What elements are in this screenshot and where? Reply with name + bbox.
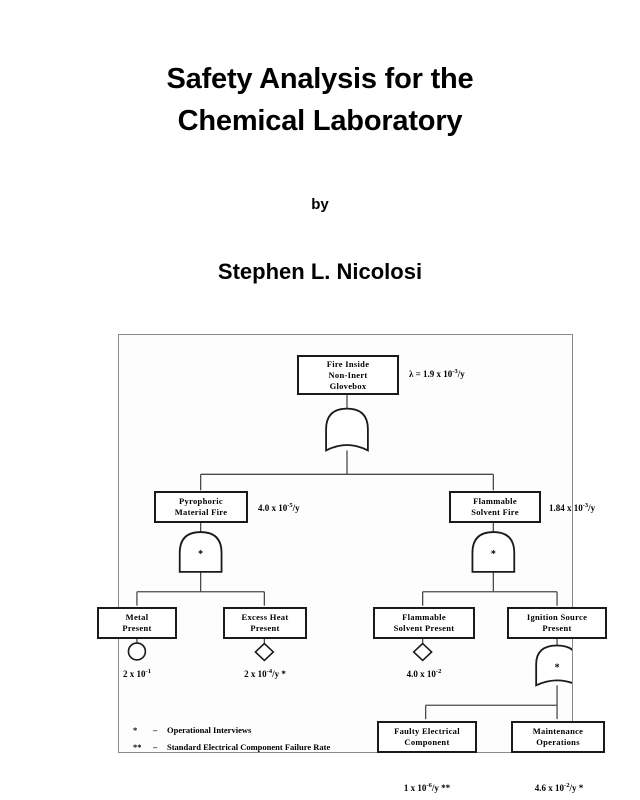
undeveloped-event-excess-heat-symbol bbox=[254, 642, 275, 662]
rate-pyrophoric-exp: -5 bbox=[287, 502, 293, 509]
node-ignition-line-1: Ignition Source bbox=[526, 612, 588, 622]
node-flammable-solvent-present[interactable]: Flammable Solvent Present bbox=[373, 607, 475, 639]
legend-text-single: Operational Interviews bbox=[167, 725, 252, 735]
rate-pyrophoric-prefix: 4.0 x 10 bbox=[258, 503, 288, 513]
rate-top-event-suffix: /y bbox=[457, 369, 465, 379]
author-name: Stephen L. Nicolosi bbox=[217, 259, 423, 284]
legend-dash-double: – bbox=[153, 742, 158, 752]
rate-metal-exp: -1 bbox=[145, 668, 151, 675]
rate-metal-present: 2 x 10-1 bbox=[123, 668, 151, 679]
rate-excess-heat-suffix: /y bbox=[272, 669, 280, 679]
rate-solvent-present-prefix: 4.0 x 10 bbox=[406, 669, 436, 679]
node-excess-heat-line-1: Excess Heat bbox=[241, 612, 289, 622]
node-ignition-source-present[interactable]: Ignition Source Present bbox=[507, 607, 607, 639]
gate-ignition-or-shape: * bbox=[535, 644, 572, 687]
node-flammable-solvent-fire[interactable]: Flammable Solvent Fire bbox=[449, 491, 541, 523]
node-top-event-line-3: Glovebox bbox=[329, 380, 367, 391]
rate-flammable-solvent-fire: 1.84 x 10-3/y bbox=[549, 502, 595, 513]
node-metal-line-1: Metal bbox=[125, 612, 149, 622]
title-line-2: Chemical Laboratory bbox=[177, 105, 463, 137]
node-solvent-fire-line-1: Flammable bbox=[473, 496, 517, 506]
fault-tree-connectors: * * * bbox=[127, 394, 572, 752]
gate-pyrophoric-and-shape: * bbox=[178, 531, 223, 573]
rate-flammable-solvent-present: 4.0 x 10-2 bbox=[407, 668, 442, 679]
rate-excess-heat-present: 2 x 10-4/y * bbox=[244, 668, 286, 679]
node-ignition-line-2: Present bbox=[542, 623, 572, 633]
byline: by bbox=[311, 196, 329, 213]
node-metal-line-2: Present bbox=[122, 623, 152, 633]
rate-faulty-electrical-suffix: /y bbox=[431, 783, 439, 793]
rate-top-event-prefix: λ = 1.9 x 10 bbox=[409, 369, 453, 379]
rate-maintenance-exp: -2 bbox=[564, 782, 570, 789]
title-line-1: Safety Analysis for the bbox=[166, 63, 474, 95]
node-faulty-electrical-component[interactable]: Faulty Electrical Component bbox=[377, 721, 477, 753]
rate-top-event-exp: -3 bbox=[452, 368, 458, 375]
node-solvent-fire-line-2: Solvent Fire bbox=[471, 507, 519, 517]
svg-text:*: * bbox=[491, 549, 496, 560]
figure-legend: * –Operational Interviews ** –Standard Ele… bbox=[133, 722, 330, 756]
rate-maintenance-note: * bbox=[576, 783, 584, 793]
rate-maintenance-prefix: 4.6 x 10 bbox=[534, 783, 565, 793]
fault-tree-figure: * * * Fire Inside Non-Inert Glovebox bbox=[97, 334, 607, 793]
rate-solvent-fire-prefix: 1.84 x 10 bbox=[549, 503, 583, 513]
rate-maintenance-operations: 4.6 x 10-2/y * bbox=[535, 782, 583, 793]
legend-mark-double: ** bbox=[133, 742, 142, 752]
gate-solvent-and-shape: * bbox=[471, 531, 516, 573]
rate-solvent-fire-exp: -3 bbox=[582, 502, 589, 509]
gate-top-or-shape bbox=[325, 407, 369, 452]
page-title: Safety Analysis for the Chemical Laborat… bbox=[0, 58, 640, 142]
node-excess-heat-line-2: Present bbox=[250, 623, 280, 633]
basic-event-metal-symbol bbox=[127, 642, 147, 661]
rate-pyrophoric-material-fire: 4.0 x 10-5/y bbox=[258, 502, 300, 513]
rate-pyrophoric-suffix: /y bbox=[292, 503, 300, 513]
legend-dash-single: – bbox=[153, 725, 158, 735]
node-top-event-line-2: Non-Inert bbox=[328, 369, 368, 380]
node-faulty-electrical-line-2: Component bbox=[404, 737, 450, 747]
rate-faulty-electrical-note: ** bbox=[438, 783, 451, 793]
svg-text:*: * bbox=[555, 662, 560, 673]
legend-row-double-asterisk: ** –Standard Electrical Component Failure… bbox=[133, 739, 330, 756]
node-faulty-electrical-line-1: Faulty Electrical bbox=[394, 726, 460, 736]
rate-solvent-present-exp: -2 bbox=[435, 668, 442, 675]
rate-metal-prefix: 2 x 10 bbox=[123, 669, 146, 679]
rate-faulty-electrical-prefix: 1 x 10 bbox=[403, 783, 427, 793]
node-solvent-present-line-2: Solvent Present bbox=[393, 623, 455, 633]
node-top-event[interactable]: Fire Inside Non-Inert Glovebox bbox=[297, 355, 399, 395]
rate-faulty-electrical-exp: -6 bbox=[426, 782, 432, 789]
node-top-event-line-1: Fire Inside bbox=[326, 358, 370, 369]
legend-text-double: Standard Electrical Component Failure Ra… bbox=[167, 742, 331, 752]
node-maintenance-operations[interactable]: Maintenance Operations bbox=[511, 721, 605, 753]
legend-row-single-asterisk: * –Operational Interviews bbox=[133, 722, 330, 739]
node-pyrophoric-material-fire[interactable]: Pyrophoric Material Fire bbox=[154, 491, 248, 523]
node-pyrophoric-line-2: Material Fire bbox=[174, 507, 228, 517]
node-pyrophoric-line-1: Pyrophoric bbox=[179, 496, 223, 506]
node-maintenance-line-1: Maintenance bbox=[532, 726, 584, 736]
rate-solvent-fire-suffix: /y bbox=[588, 503, 596, 513]
node-maintenance-line-2: Operations bbox=[536, 737, 580, 747]
svg-text:*: * bbox=[198, 549, 203, 560]
rate-top-event: λ = 1.9 x 10-3/y bbox=[409, 368, 465, 379]
node-excess-heat-present[interactable]: Excess Heat Present bbox=[223, 607, 307, 639]
rate-excess-heat-exp: -4 bbox=[266, 668, 273, 675]
undeveloped-event-solvent-symbol bbox=[412, 642, 433, 662]
rate-maintenance-suffix: /y bbox=[569, 783, 577, 793]
node-metal-present[interactable]: Metal Present bbox=[97, 607, 177, 639]
rate-excess-heat-prefix: 2 x 10 bbox=[244, 669, 267, 679]
legend-mark-single: * bbox=[133, 725, 138, 735]
rate-excess-heat-note: * bbox=[279, 669, 286, 679]
node-solvent-present-line-1: Flammable bbox=[402, 612, 446, 622]
rate-faulty-electrical-component: 1 x 10-6/y ** bbox=[404, 782, 450, 793]
